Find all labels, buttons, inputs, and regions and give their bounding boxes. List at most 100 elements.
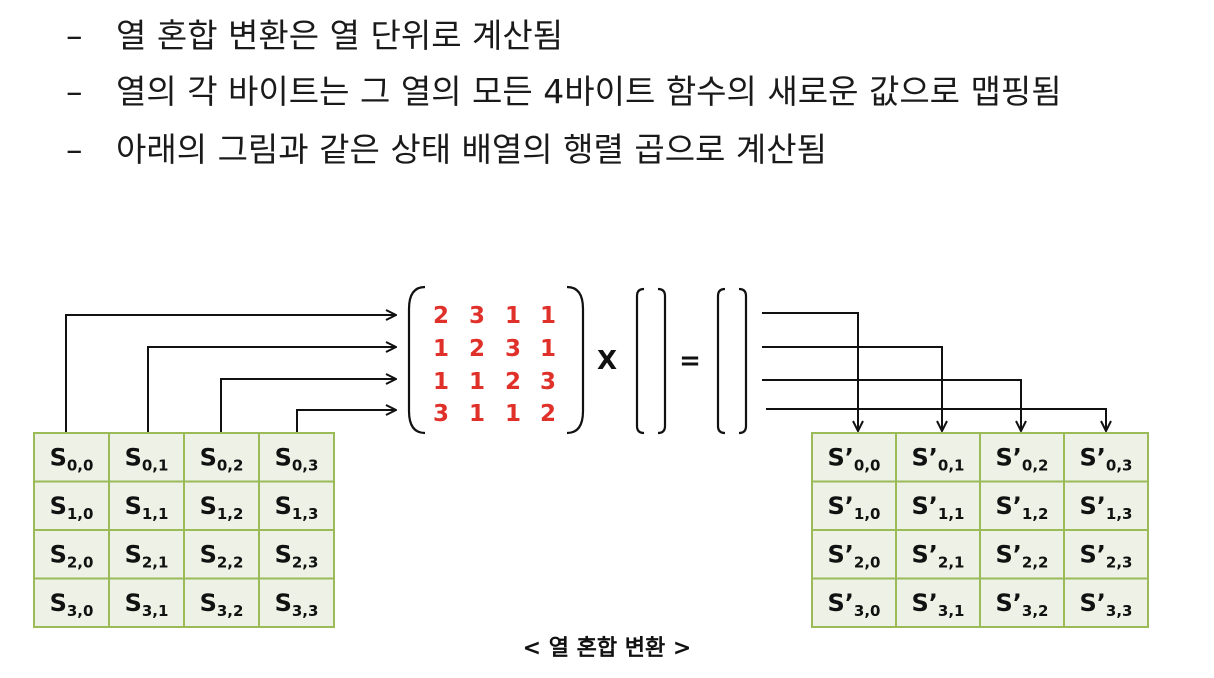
state-matrix-cell <box>258 577 335 628</box>
mix-matrix-value: 1 <box>505 401 521 427</box>
cell-index: 3,1 <box>142 602 169 620</box>
input-arrow <box>147 347 396 433</box>
state-matrix-cell <box>258 480 335 531</box>
matrix-bracket <box>407 285 426 435</box>
cell-index: 3,3 <box>292 602 319 620</box>
result-matrix-cell-label: S’1,2 <box>996 492 1049 523</box>
cell-symbol: S <box>275 589 292 617</box>
equals-operator: = <box>679 346 701 376</box>
cell-symbol: S <box>275 540 292 568</box>
cell-symbol: S’ <box>1080 492 1106 520</box>
state-matrix-cell-label: S2,0 <box>50 540 94 571</box>
bullet-text: 아래의 그림과 같은 상태 배열의 행렬 곱으로 계산됨 <box>116 130 827 169</box>
mix-matrix-value: 1 <box>469 369 485 395</box>
result-matrix-cell <box>979 529 1065 580</box>
cell-symbol: S <box>200 589 217 617</box>
matrix-bracket <box>716 287 726 435</box>
cell-index: 1,1 <box>938 505 965 523</box>
state-matrix-cell-label: S3,3 <box>275 589 319 620</box>
input-arrow <box>220 379 396 433</box>
cell-index: 3,2 <box>217 602 244 620</box>
result-matrix-cell <box>895 432 981 483</box>
result-matrix-cell <box>979 577 1065 628</box>
cell-index: 3,1 <box>938 602 965 620</box>
bullet-dash: – <box>66 130 83 169</box>
mix-matrix-value: 3 <box>433 401 449 427</box>
bullet-item: – 아래의 그림과 같은 상태 배열의 행렬 곱으로 계산됨 <box>66 124 1186 176</box>
state-matrix-cell-label: S1,1 <box>125 492 169 523</box>
mix-matrix-value: 1 <box>433 369 449 395</box>
state-matrix-cell-label: S3,0 <box>50 589 94 620</box>
state-matrix-cell <box>108 577 185 628</box>
cell-symbol: S <box>50 540 67 568</box>
result-matrix-cell-label: S’1,0 <box>828 492 881 523</box>
cell-index: 2,1 <box>142 553 169 571</box>
state-matrix-cell-label: S2,3 <box>275 540 319 571</box>
mix-matrix-value: 1 <box>469 401 485 427</box>
matrix-bracket <box>738 287 748 435</box>
result-matrix-cell <box>811 577 897 628</box>
cell-symbol: S’ <box>996 443 1022 471</box>
cell-symbol: S <box>200 443 217 471</box>
cell-symbol: S’ <box>912 540 938 568</box>
arrow-group <box>65 312 1106 433</box>
cell-symbol: S <box>125 443 142 471</box>
cell-symbol: S’ <box>912 589 938 617</box>
cell-index: 0,3 <box>292 456 319 474</box>
cell-symbol: S’ <box>912 443 938 471</box>
mix-matrix-value: 3 <box>469 303 485 329</box>
multiply-operator: X <box>597 346 617 376</box>
cell-index: 3,0 <box>854 602 881 620</box>
cell-index: 0,0 <box>67 456 94 474</box>
state-matrix-cell <box>108 529 185 580</box>
mix-matrix-value: 2 <box>469 336 485 362</box>
result-matrix-cell <box>1063 529 1149 580</box>
cell-symbol: S’ <box>828 492 854 520</box>
mix-matrix-value: 1 <box>433 336 449 362</box>
cell-symbol: S <box>125 492 142 520</box>
cell-index: 2,2 <box>1022 553 1049 571</box>
cell-symbol: S <box>275 492 292 520</box>
cell-symbol: S <box>125 589 142 617</box>
mix-matrix-value: 3 <box>540 369 556 395</box>
state-matrix-cell-label: S3,1 <box>125 589 169 620</box>
state-matrix-cell-label: S1,0 <box>50 492 94 523</box>
cell-symbol: S <box>200 540 217 568</box>
cell-index: 2,1 <box>938 553 965 571</box>
cell-symbol: S <box>50 589 67 617</box>
cell-symbol: S’ <box>828 540 854 568</box>
result-matrix-cell-label: S’2,3 <box>1080 540 1133 571</box>
cell-index: 0,0 <box>854 456 881 474</box>
cell-index: 2,2 <box>217 553 244 571</box>
cell-index: 2,3 <box>292 553 319 571</box>
cell-index: 1,3 <box>292 505 319 523</box>
cell-index: 1,0 <box>67 505 94 523</box>
mix-matrix-value: 2 <box>433 303 449 329</box>
result-matrix-cell <box>979 480 1065 531</box>
state-matrix-cell-label: S0,0 <box>50 443 94 474</box>
mix-matrix-value: 1 <box>540 336 556 362</box>
output-arrow <box>762 379 1021 431</box>
mix-matrix-value: 1 <box>540 303 556 329</box>
cell-index: 1,3 <box>1106 505 1133 523</box>
result-matrix-cell-label: S’2,2 <box>996 540 1049 571</box>
cell-index: 1,2 <box>217 505 244 523</box>
state-matrix-cell-label: S3,2 <box>200 589 244 620</box>
cell-index: 2,0 <box>67 553 94 571</box>
cell-symbol: S <box>125 540 142 568</box>
cell-symbol: S <box>50 492 67 520</box>
output-arrow <box>762 312 858 431</box>
state-matrix-cell-label: S2,1 <box>125 540 169 571</box>
cell-symbol: S <box>200 492 217 520</box>
bullet-item: – 열의 각 바이트는 그 열의 모든 4바이트 함수의 새로운 값으로 맵핑됨 <box>66 66 1186 118</box>
cell-index: 1,2 <box>1022 505 1049 523</box>
matrix-bracket <box>635 287 645 435</box>
cell-symbol: S <box>50 443 67 471</box>
result-matrix-cell <box>895 529 981 580</box>
cell-symbol: S’ <box>1080 540 1106 568</box>
result-matrix-cell-label: S’2,0 <box>828 540 881 571</box>
matrix-bracket <box>657 287 667 435</box>
state-matrix-cell-label: S2,2 <box>200 540 244 571</box>
